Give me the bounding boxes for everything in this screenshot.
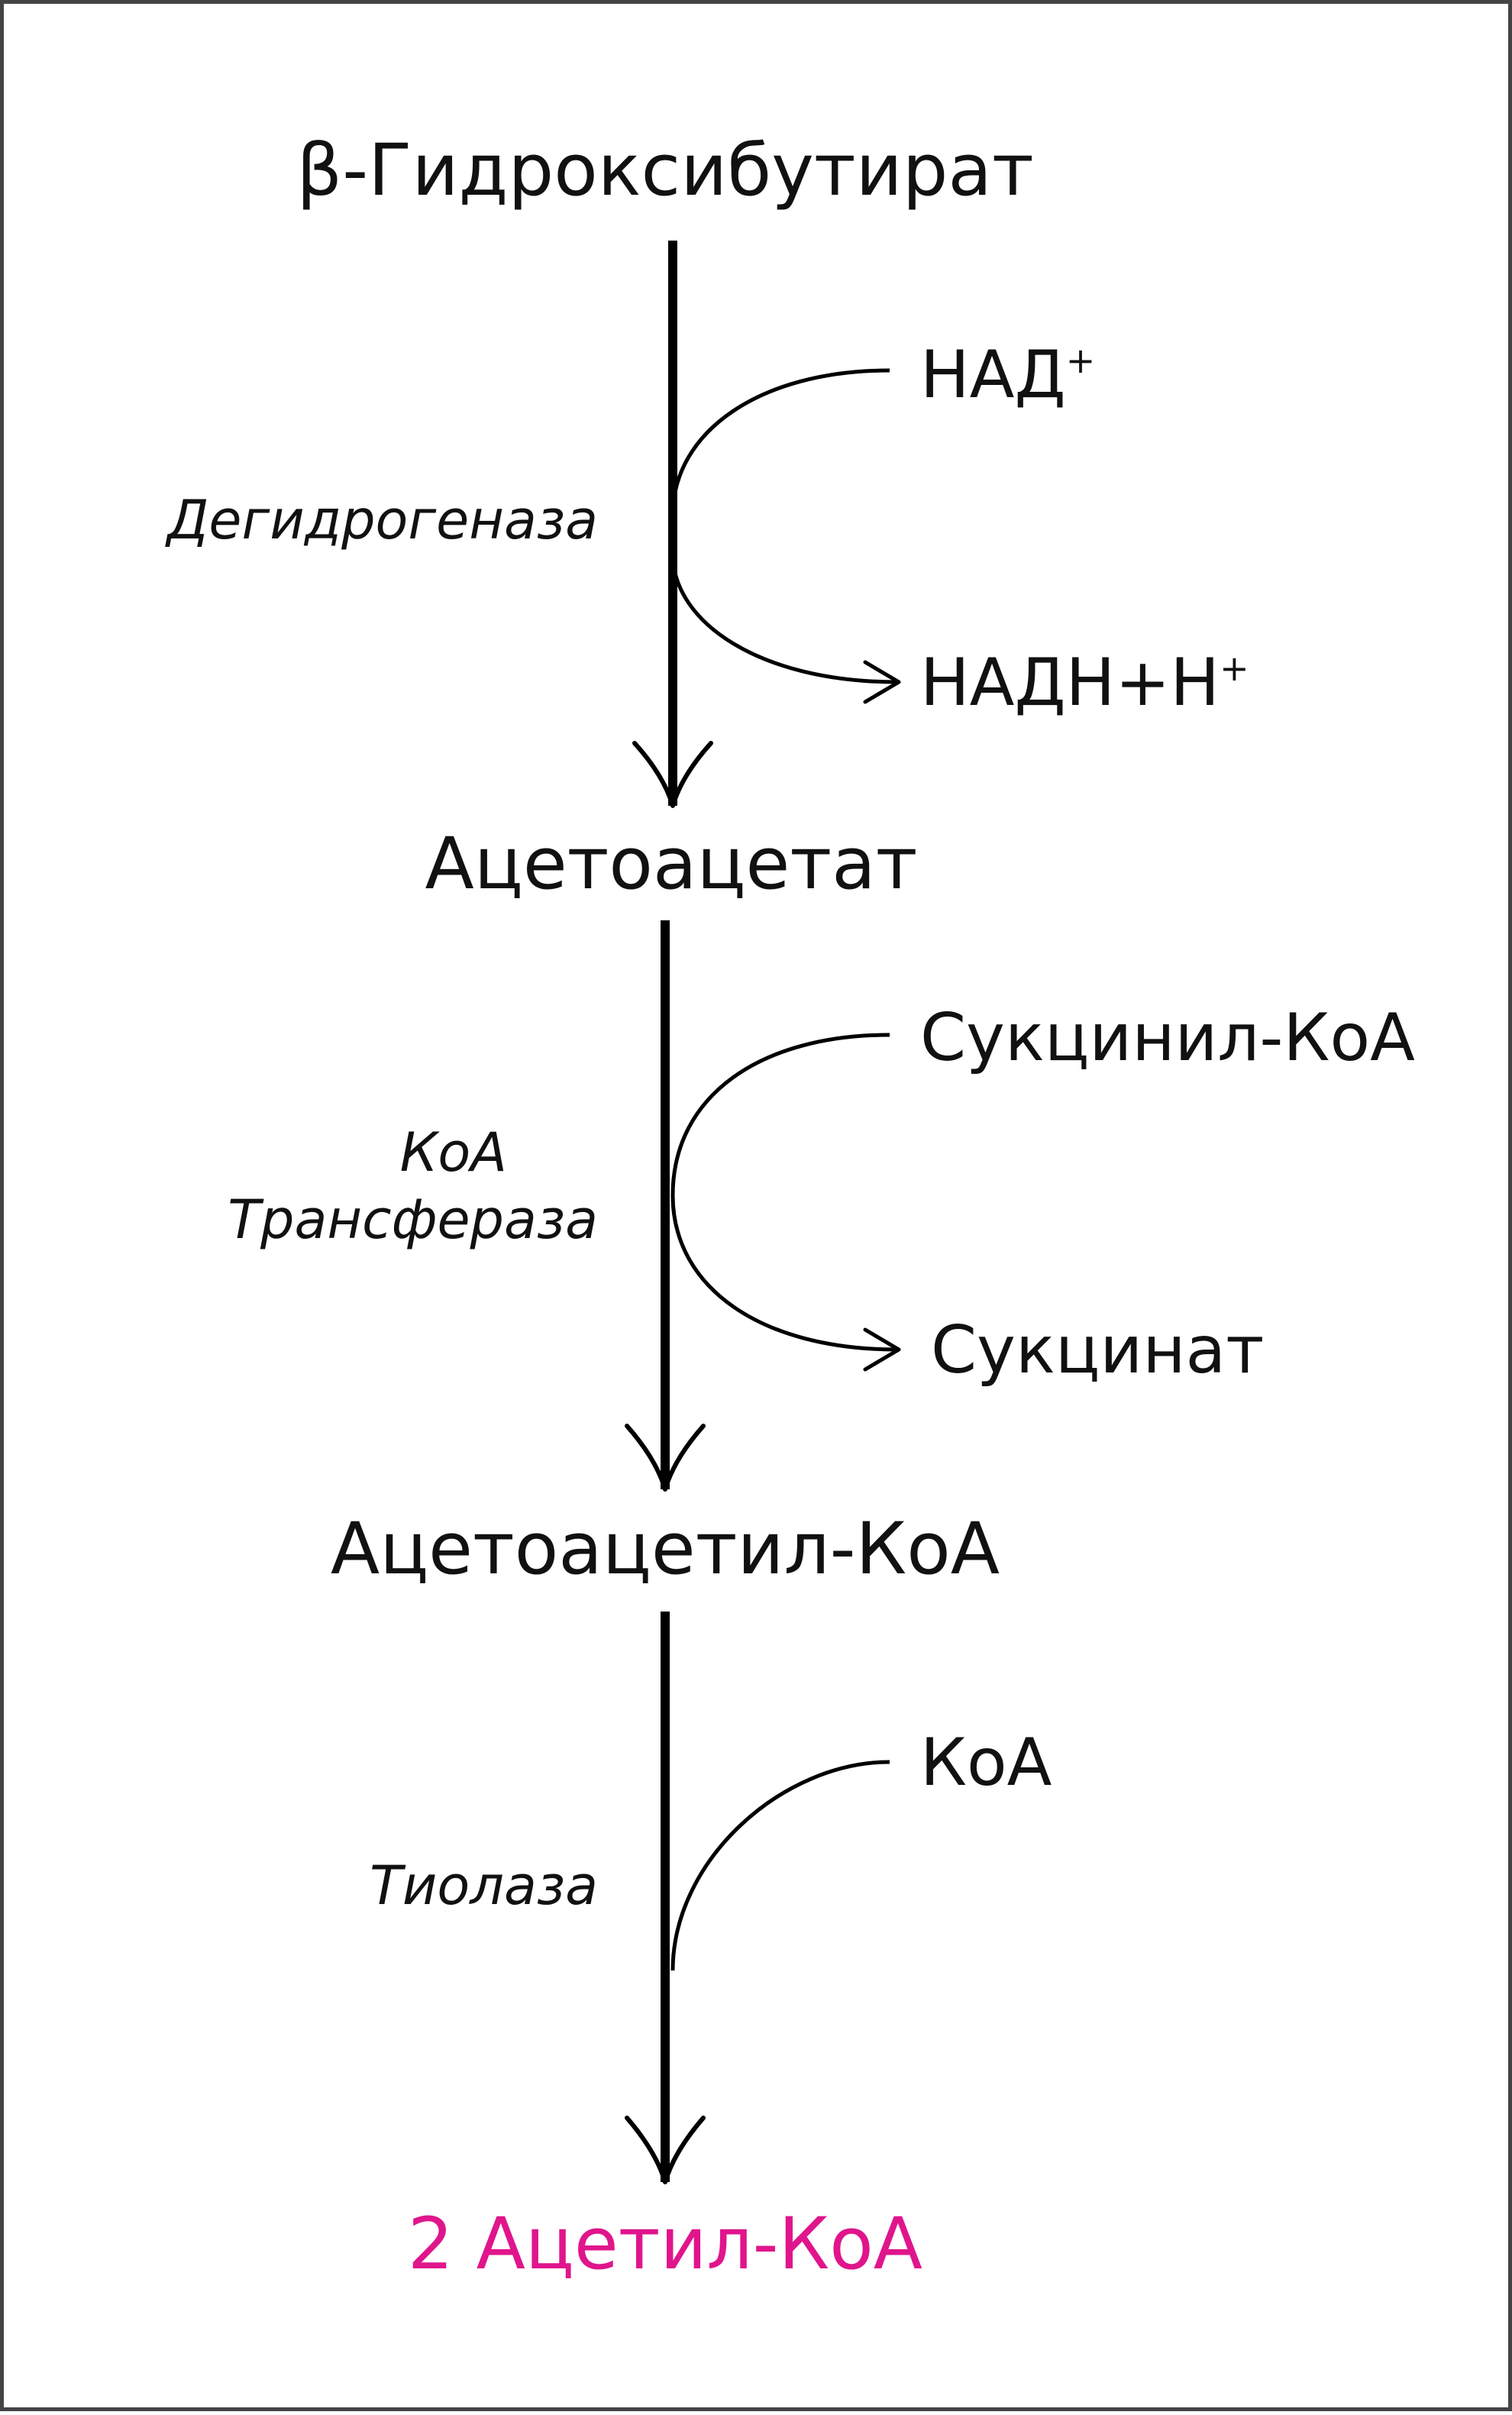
step1-cofactor-out-curve bbox=[670, 553, 898, 684]
step1-cofactor-in-curve bbox=[670, 368, 890, 516]
step3-cofactor-in-curve bbox=[670, 1760, 890, 1971]
metabolite-acetoacetate: Ацетоацетат bbox=[425, 823, 918, 906]
step3-enzyme-label: Тиолаза bbox=[370, 1854, 598, 1917]
pathway-diagram: β-Гидроксибутират Ацетоацетат Ацетоацети… bbox=[165, 129, 1415, 2286]
metabolite-acetoacetyl-coa: Ацетоацетил-КоА bbox=[331, 1508, 1000, 1591]
metabolite-beta-hydroxybutyrate: β-Гидроксибутират bbox=[296, 129, 1034, 212]
step2-arrowhead bbox=[625, 1424, 706, 1492]
step3-enzyme-line-1: Тиолаза bbox=[370, 1854, 598, 1917]
step2-cofactor-out-arrowhead bbox=[863, 1327, 901, 1372]
step1-cofactor-in-superscript: + bbox=[1066, 340, 1096, 381]
step1-enzyme-line-1: Дегидрогеназа bbox=[165, 489, 598, 551]
step2-cofactor-in-curve bbox=[670, 1033, 890, 1196]
step2-cofactor-out-curve bbox=[670, 1195, 898, 1352]
step3-arrowhead bbox=[625, 2116, 706, 2184]
step2-enzyme-line-1: КоА bbox=[400, 1121, 507, 1184]
reaction-step-2: КоА Трансфераза Сукцинил-КоА Сукцинат bbox=[228, 920, 1415, 1492]
step1-cofactor-out-arrowhead bbox=[863, 660, 901, 704]
step1-cofactor-out-text: НАДН+Н bbox=[920, 645, 1220, 721]
metabolite-acetyl-coa-final: 2 Ацетил-КоА bbox=[408, 2203, 922, 2286]
reaction-step-3: Тиолаза КоА bbox=[370, 1612, 1052, 2184]
step2-enzyme-line-2: Трансфераза bbox=[228, 1188, 598, 1251]
reaction-step-1: Дегидрогеназа НАД+ НАДН+Н+ bbox=[165, 241, 1249, 808]
step1-cofactor-out-label: НАДН+Н+ bbox=[920, 645, 1249, 721]
step1-enzyme-label: Дегидрогеназа bbox=[165, 489, 598, 551]
step1-arrowhead bbox=[632, 741, 713, 808]
step3-cofactor-in-label: КоА bbox=[920, 1725, 1052, 1801]
step2-cofactor-out-label: Сукцинат bbox=[931, 1312, 1264, 1389]
step2-cofactor-in-label: Сукцинил-КоА bbox=[920, 1000, 1415, 1076]
step1-cofactor-in-text: НАД bbox=[920, 337, 1066, 413]
step1-cofactor-out-superscript: + bbox=[1220, 648, 1249, 689]
step1-cofactor-in-label: НАД+ bbox=[920, 337, 1095, 413]
step2-enzyme-label: КоА Трансфераза bbox=[228, 1121, 598, 1251]
